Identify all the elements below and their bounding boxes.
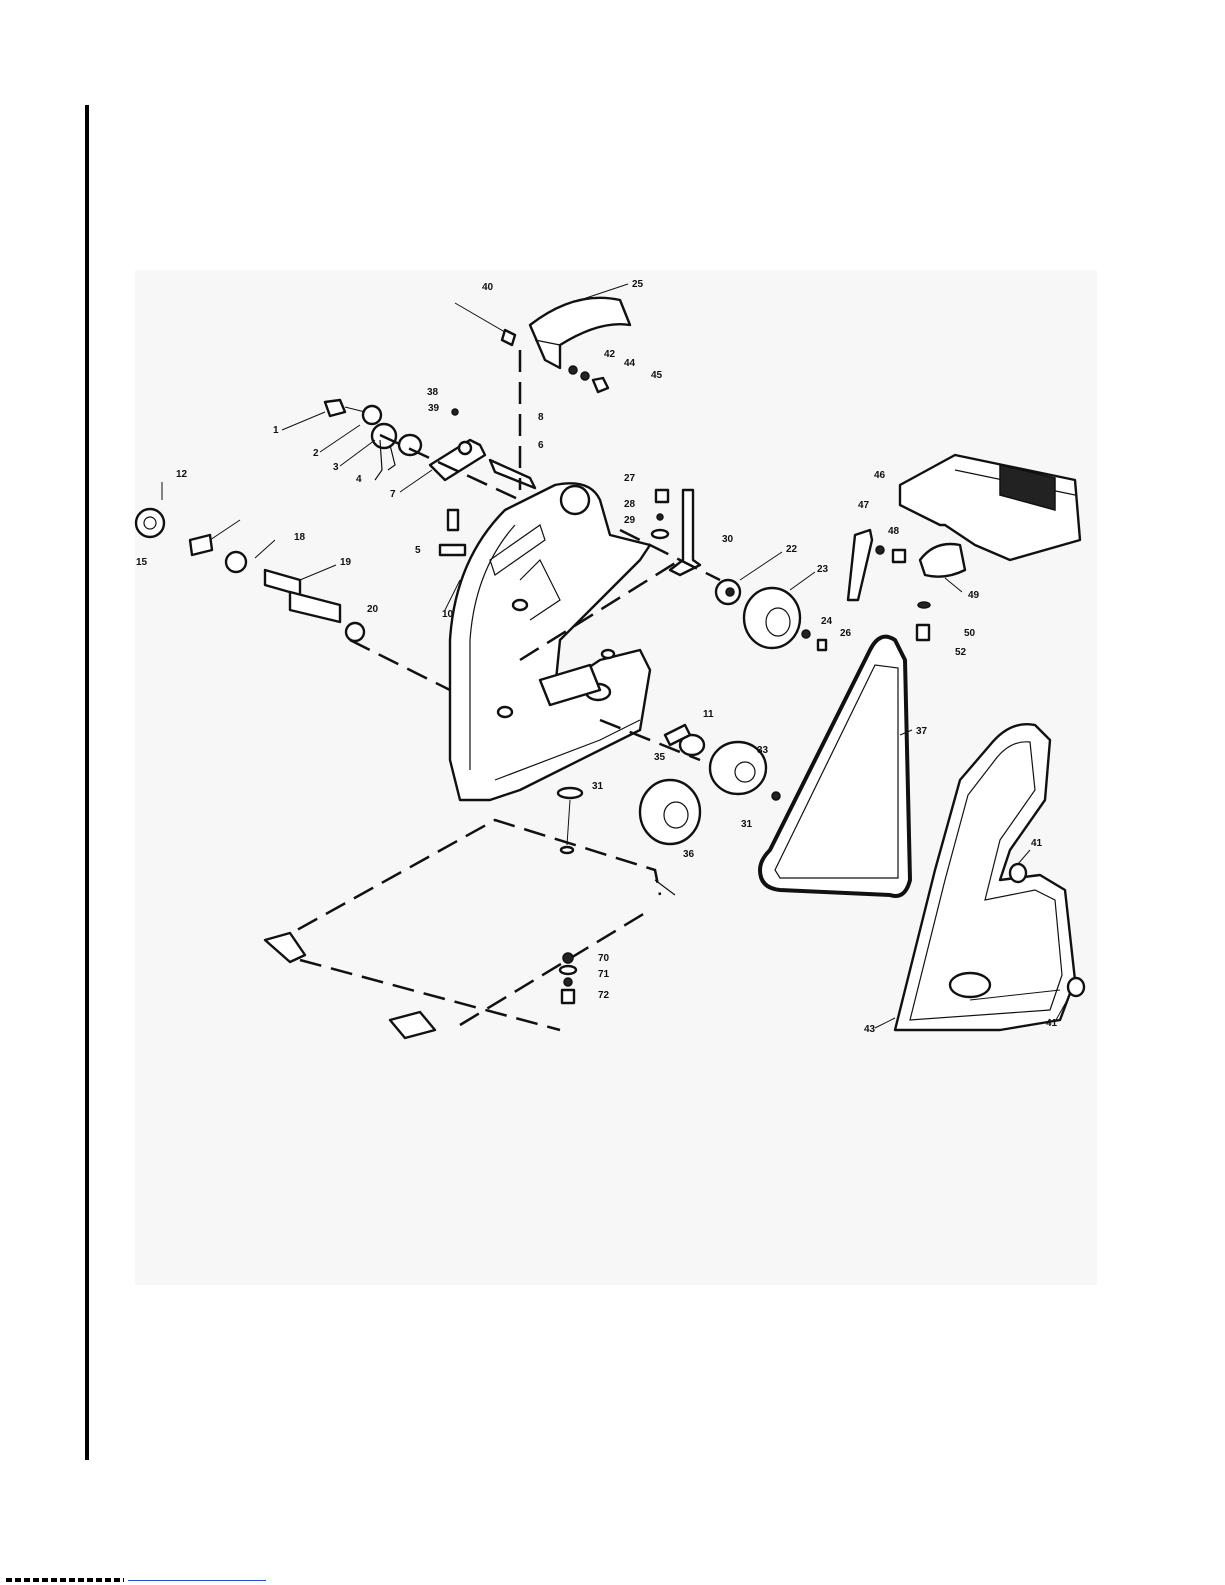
callout-20: 20 bbox=[367, 604, 379, 615]
callout-43: 43 bbox=[864, 1024, 876, 1035]
callout-44: 44 bbox=[624, 358, 636, 369]
callout-18: 18 bbox=[294, 532, 306, 543]
callout-5: 5 bbox=[415, 545, 421, 556]
callout-48: 48 bbox=[888, 526, 900, 537]
callout-40: 40 bbox=[482, 282, 494, 293]
callout-33: 33 bbox=[757, 745, 769, 756]
callout-28: 28 bbox=[624, 499, 636, 510]
drive-belt bbox=[760, 637, 910, 896]
callout-4: 4 bbox=[356, 474, 362, 485]
callout-12: 12 bbox=[176, 469, 188, 480]
callout-52: 52 bbox=[955, 647, 967, 658]
callout-29: 29 bbox=[624, 515, 636, 526]
callout-23: 23 bbox=[817, 564, 829, 575]
footer-marks bbox=[6, 1578, 124, 1582]
callout-6: 6 bbox=[538, 440, 544, 451]
callout-2: 2 bbox=[313, 448, 319, 459]
callout-35: 35 bbox=[654, 752, 666, 763]
callout-3: 3 bbox=[333, 462, 339, 473]
callout-37: 37 bbox=[916, 726, 928, 737]
callout-8: 8 bbox=[538, 412, 544, 423]
callout-1: 1 bbox=[273, 425, 279, 436]
callout-22: 22 bbox=[786, 544, 798, 555]
callout-71: 71 bbox=[598, 969, 610, 980]
callout-36: 36 bbox=[683, 849, 695, 860]
callout-19: 19 bbox=[340, 557, 352, 568]
work-table bbox=[848, 455, 1080, 640]
callout-11: 11 bbox=[703, 709, 714, 720]
left-shaft-assembly bbox=[136, 509, 450, 690]
callout-31a: 31 bbox=[592, 781, 604, 792]
base-plate bbox=[265, 820, 675, 1038]
side-cover bbox=[895, 724, 1084, 1030]
callout-30: 30 bbox=[722, 534, 734, 545]
callout-50: 50 bbox=[964, 628, 976, 639]
callout-38: 38 bbox=[427, 387, 439, 398]
bracket bbox=[652, 490, 700, 575]
footer-link-underline[interactable] bbox=[128, 1580, 266, 1581]
callout-27: 27 bbox=[624, 473, 636, 484]
callout-49: 49 bbox=[968, 590, 980, 601]
callout-31b: 31 bbox=[741, 819, 753, 830]
callout-10: 10 bbox=[442, 609, 454, 620]
callout-70: 70 bbox=[598, 953, 610, 964]
callout-46: 46 bbox=[874, 470, 886, 481]
callout-45: 45 bbox=[651, 370, 663, 381]
callout-42: 42 bbox=[604, 349, 616, 360]
base-hardware bbox=[558, 788, 582, 1003]
callout-72: 72 bbox=[598, 990, 610, 1001]
callout-24: 24 bbox=[821, 616, 833, 627]
callout-47: 47 bbox=[858, 500, 870, 511]
callout-39: 39 bbox=[428, 403, 440, 414]
callouts: 40 25 42 44 45 38 39 1 2 3 4 8 6 7 5 27 … bbox=[136, 279, 1058, 1035]
callout-41a: 41 bbox=[1031, 838, 1043, 849]
callout-7: 7 bbox=[390, 489, 396, 500]
callout-26: 26 bbox=[840, 628, 852, 639]
callout-25: 25 bbox=[632, 279, 644, 290]
callout-15: 15 bbox=[136, 557, 148, 568]
